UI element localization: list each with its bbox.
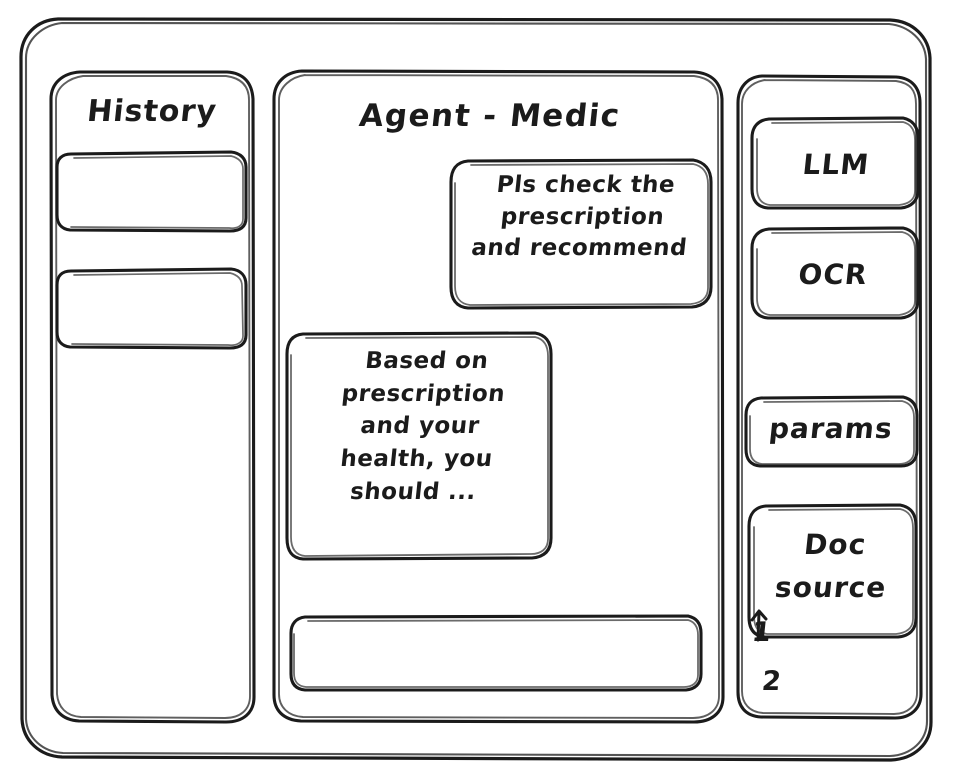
doc-source-button-outline[interactable] bbox=[747, 503, 918, 639]
history-item-2-outline[interactable] bbox=[55, 267, 248, 350]
doc-list-item-1[interactable]: 1 bbox=[750, 617, 773, 648]
window-frame bbox=[19, 17, 933, 762]
doc-source-button-label: Doc source bbox=[773, 528, 889, 605]
assistant-message-bubble-outline bbox=[285, 331, 553, 561]
tools-panel-outline bbox=[736, 74, 923, 720]
history-panel-title: History bbox=[85, 94, 219, 129]
doc-list-tick bbox=[750, 609, 768, 642]
composer-input-outline[interactable] bbox=[289, 614, 703, 692]
user-message-bubble-outline bbox=[449, 158, 713, 310]
doc-list-item-2[interactable]: 2 bbox=[760, 666, 783, 697]
llm-button-label: LLM bbox=[800, 148, 872, 181]
ocr-button-label: OCR bbox=[796, 258, 870, 291]
agent-panel-title: Agent - Medic bbox=[357, 98, 623, 134]
agent-panel-outline bbox=[272, 69, 725, 724]
history-panel-outline bbox=[49, 70, 256, 724]
assistant-message-text: Based on prescription and your health, y… bbox=[339, 348, 507, 505]
ocr-button-outline[interactable] bbox=[750, 226, 920, 320]
params-button-label: params bbox=[767, 412, 895, 445]
params-button-outline[interactable] bbox=[744, 395, 919, 468]
llm-button-outline[interactable] bbox=[750, 116, 920, 210]
history-item-1-outline[interactable] bbox=[55, 150, 248, 233]
user-message-text: Pls check the prescription and recommend bbox=[470, 172, 689, 262]
